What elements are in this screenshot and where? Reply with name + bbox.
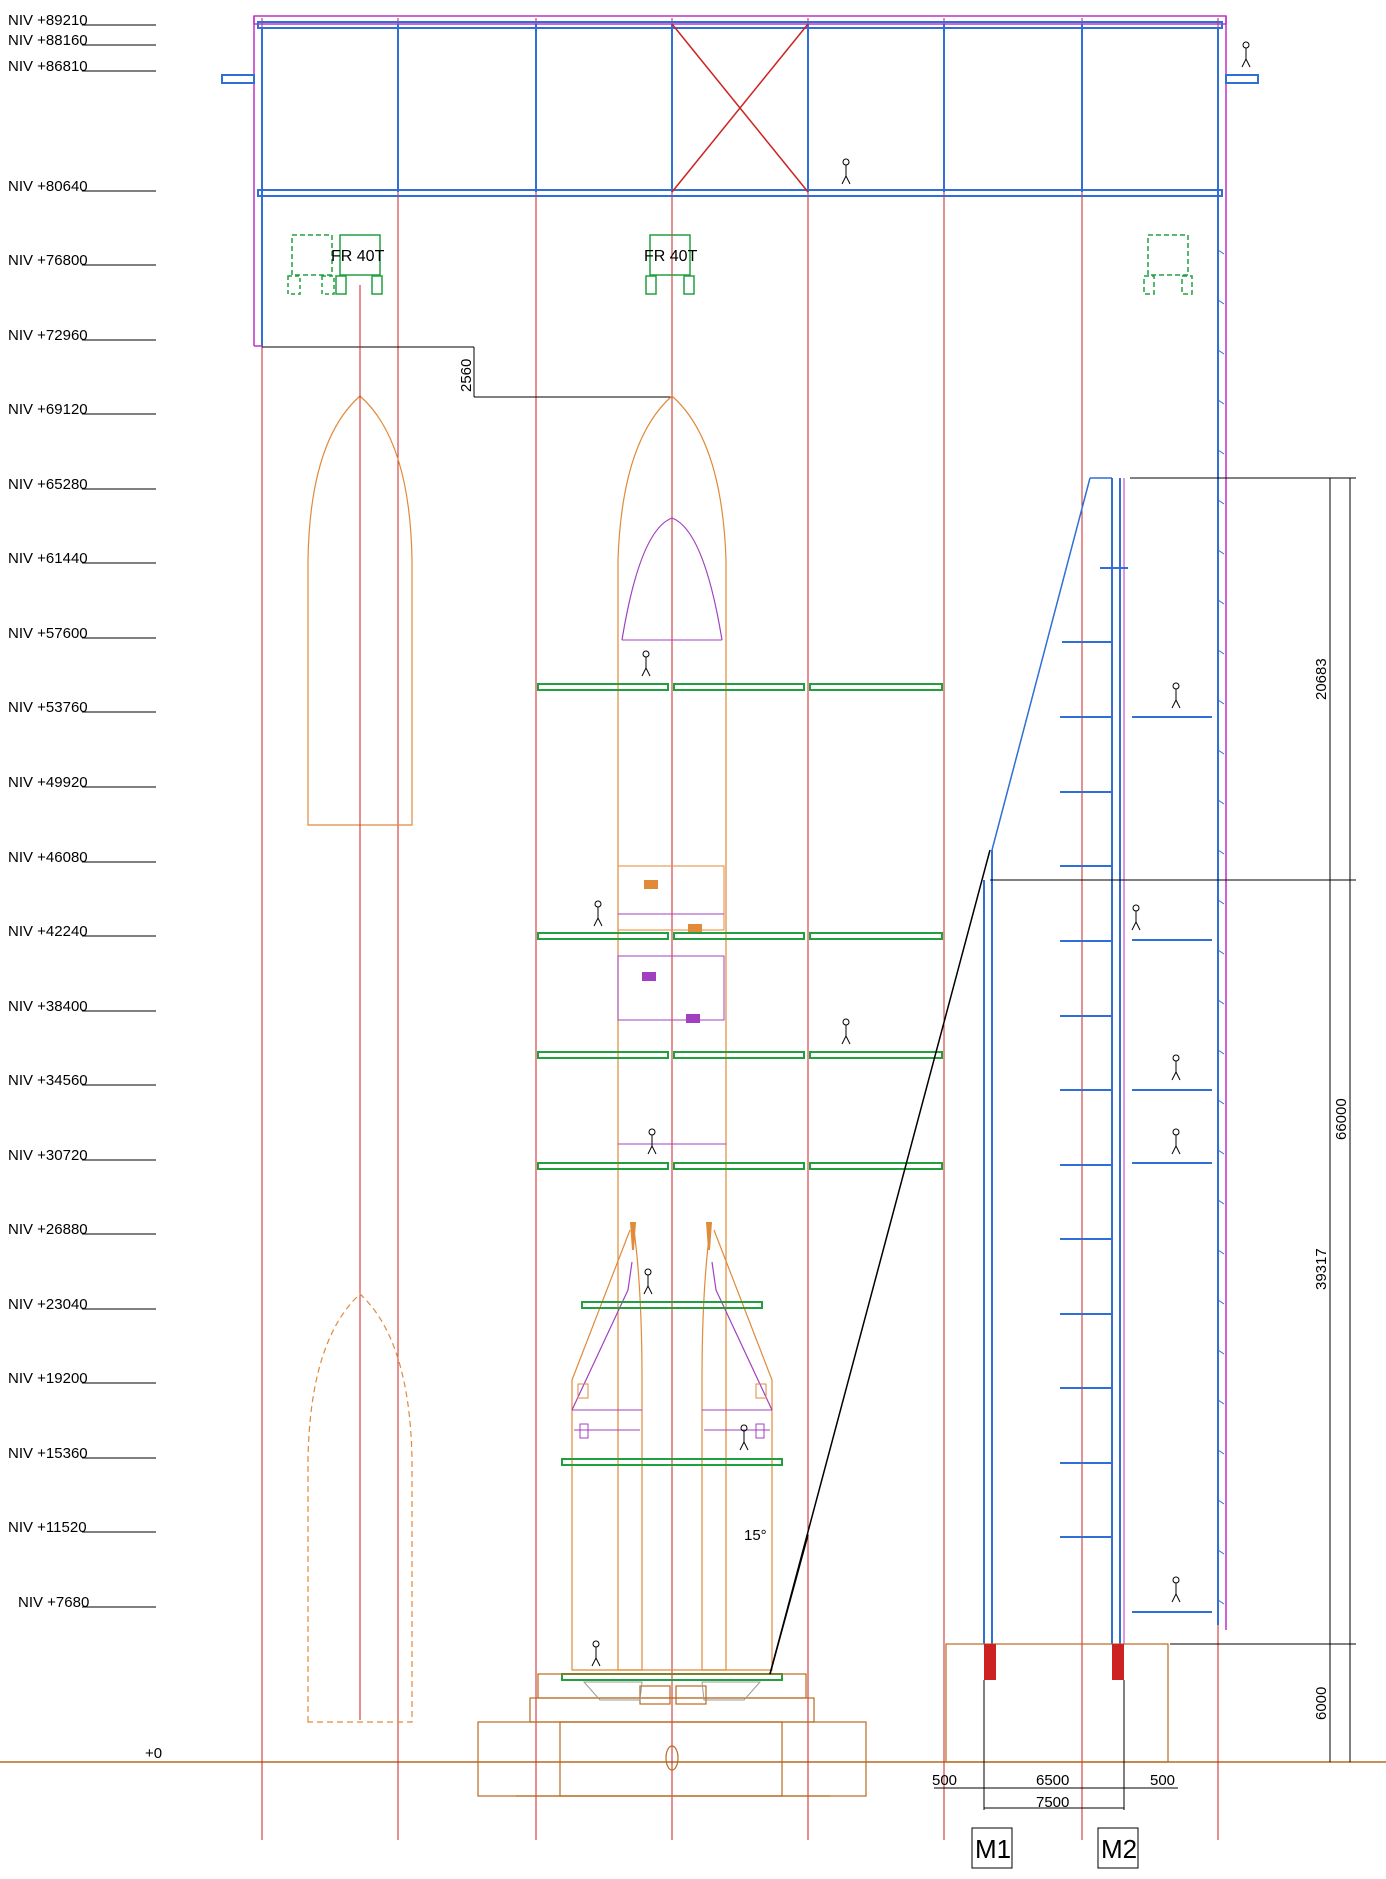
- overall-width-label: 7500: [1036, 1794, 1069, 1811]
- level-label: NIV +88160: [8, 32, 88, 49]
- flame-deflectors: [582, 1681, 762, 1701]
- level-label: NIV +46080: [8, 849, 88, 866]
- level-label: NIV +26880: [8, 1221, 88, 1238]
- person-figures: [591, 41, 1251, 1667]
- right-offset-label: 500: [1150, 1772, 1175, 1789]
- level-label: NIV +76800: [8, 252, 88, 269]
- level-label: NIV +34560: [8, 1072, 88, 1089]
- level-label: NIV +30720: [8, 1147, 88, 1164]
- mast-tag-m2: M2: [1097, 1827, 1139, 1869]
- level-label: NIV +19200: [8, 1370, 88, 1387]
- level-label: NIV +53760: [8, 699, 88, 716]
- overhead-crane-center: [645, 234, 695, 295]
- horizontal-dimensions: [934, 1680, 1178, 1810]
- overhead-crane-right: [1143, 234, 1193, 295]
- launch-table: [477, 1673, 867, 1797]
- wall-ticks: [1217, 249, 1225, 1605]
- level-label: NIV +7680: [18, 1594, 89, 1611]
- level-label: NIV +80640: [8, 178, 88, 195]
- launch-vehicle: [571, 395, 773, 1671]
- base-height-label: 6000: [1313, 1687, 1330, 1720]
- crane-label-left: FR 40T: [331, 248, 385, 265]
- level-label: NIV +65280: [8, 476, 88, 493]
- total-height-label: 66000: [1333, 1098, 1350, 1140]
- crane-label-center: FR 40T: [644, 248, 698, 265]
- level-label: NIV +86810: [8, 58, 88, 75]
- mast-tag-m1: M1: [971, 1827, 1013, 1869]
- level-label: NIV +89210: [8, 12, 88, 29]
- mast-spacing-label: 6500: [1036, 1772, 1069, 1789]
- stored-fairing-lower: [307, 1293, 413, 1723]
- level-label: NIV +61440: [8, 550, 88, 567]
- level-label: NIV +15360: [8, 1445, 88, 1462]
- lower-span-label: 39317: [1313, 1248, 1330, 1290]
- level-label: NIV +57600: [8, 625, 88, 642]
- roof-gantry: [221, 15, 1259, 1630]
- level-label: NIV +38400: [8, 998, 88, 1015]
- level-label: NIV +42240: [8, 923, 88, 940]
- clearance-dimension: [262, 346, 672, 398]
- grid-lines: [261, 18, 1219, 1840]
- level-label: NIV +69120: [8, 401, 88, 418]
- stored-fairing-upper: [307, 285, 413, 1720]
- vertical-dimensions: [990, 477, 1356, 1762]
- access-platforms: [537, 683, 943, 1681]
- clearance-dimension-label: 2560: [458, 359, 475, 392]
- level-label: NIV +11520: [8, 1519, 87, 1536]
- overhead-crane-left: [287, 234, 383, 295]
- umbilical-tower: [769, 477, 1212, 1763]
- upper-span-label: 20683: [1313, 658, 1330, 700]
- level-label: NIV +49920: [8, 774, 88, 791]
- level-label: NIV +72960: [8, 327, 88, 344]
- mast-label-m1: M1: [975, 1834, 1011, 1864]
- left-offset-label: 500: [932, 1772, 957, 1789]
- ground-line: +0: [0, 1745, 1386, 1763]
- level-label: NIV +23040: [8, 1296, 88, 1313]
- level-annotations: NIV +89210 NIV +88160 NIV +86810 NIV +80…: [8, 12, 156, 1611]
- ground-level-label: +0: [145, 1745, 162, 1762]
- angle-label: 15°: [744, 1527, 767, 1544]
- mast-label-m2: M2: [1101, 1834, 1137, 1864]
